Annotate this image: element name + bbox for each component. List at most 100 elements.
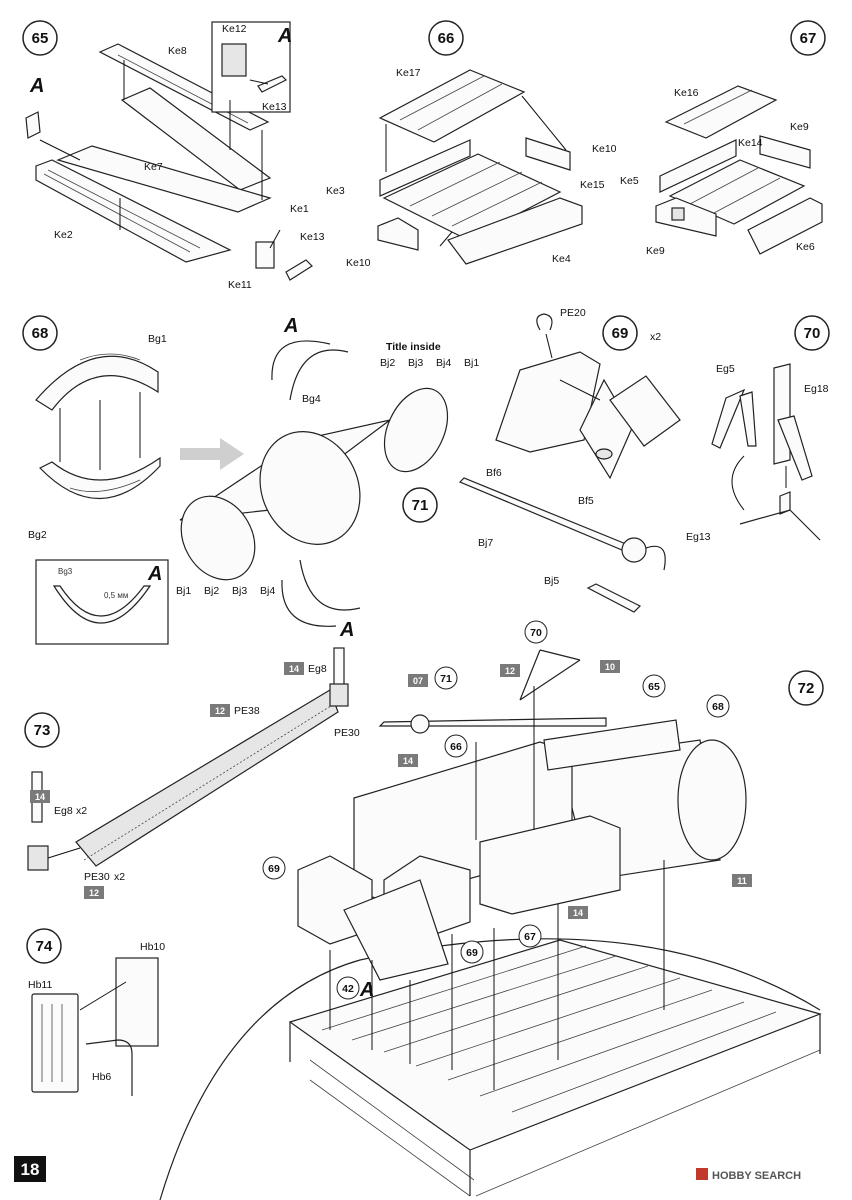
label-ke10-a: Ke10 bbox=[592, 143, 617, 155]
pe30-small-clamp-icon bbox=[27, 845, 49, 871]
step-66-number: 66 bbox=[438, 30, 455, 47]
hb11-grille-icon bbox=[31, 993, 79, 1093]
label-eg18: Eg18 bbox=[804, 383, 829, 395]
label-pe38: PE38 bbox=[234, 705, 260, 717]
ke3-side-icon bbox=[379, 139, 471, 197]
ke10-end-icon bbox=[377, 217, 419, 251]
bf6-canister-half-icon bbox=[495, 351, 601, 453]
ke16-lid-icon bbox=[664, 85, 778, 139]
tag-12-small-text: 12 bbox=[89, 888, 99, 898]
step-70: 70 Eg5 Eg18 Eg13 bbox=[686, 315, 830, 543]
tag-14-a: 14 bbox=[403, 756, 413, 766]
step-65-number: 65 bbox=[32, 30, 49, 47]
ke7-panel-icon bbox=[56, 145, 272, 213]
tag-14-top bbox=[284, 662, 304, 675]
step-68-number: 68 bbox=[32, 325, 49, 342]
ke13-inset-part-icon bbox=[257, 75, 288, 93]
bottom-part-bj4: Bj4 bbox=[260, 585, 275, 597]
bg3-ring-icon bbox=[52, 585, 152, 624]
ke9-end-icon bbox=[655, 197, 717, 237]
step-70-number: 70 bbox=[804, 325, 821, 342]
label-ke16: Ke16 bbox=[674, 87, 699, 99]
ref-66: 66 bbox=[450, 741, 462, 753]
bj5-handle-icon bbox=[586, 583, 642, 613]
drum-ring-icon bbox=[259, 431, 361, 545]
label-ke7: Ke7 bbox=[144, 161, 163, 173]
label-pe30-top: PE30 bbox=[334, 727, 360, 739]
ref-69-left: 69 bbox=[268, 863, 280, 875]
step-71-a-bottom: A bbox=[339, 619, 354, 641]
step-68-inset bbox=[35, 559, 169, 645]
label-ke4: Ke4 bbox=[552, 253, 571, 265]
step-74-number: 74 bbox=[36, 938, 53, 955]
step-73-number: 73 bbox=[34, 722, 51, 739]
step-69-number: 69 bbox=[612, 325, 629, 342]
ke11-handle-icon bbox=[255, 241, 275, 269]
ke5-side-icon bbox=[659, 139, 737, 193]
bottom-part-bj3: Bj3 bbox=[232, 585, 247, 597]
label-ke9-b: Ke9 bbox=[646, 245, 665, 257]
title-part-bj3: Bj3 bbox=[408, 357, 423, 369]
page-number-box: 18 bbox=[14, 1156, 46, 1182]
step-67: 67 Ke16 Ke9 Ke14 Ke5 Ke9 Ke6 bbox=[620, 20, 826, 257]
label-eg5: Eg5 bbox=[716, 363, 735, 375]
inset-68-a-mark: A bbox=[147, 563, 162, 585]
tag-12-saw-text: 12 bbox=[215, 706, 225, 716]
label-ke11: Ke11 bbox=[228, 279, 252, 291]
tag-07: 07 bbox=[413, 676, 423, 686]
label-bf5: Bf5 bbox=[578, 495, 594, 507]
pe30-multiplier: x2 bbox=[114, 871, 125, 883]
label-ke12: Ke12 bbox=[222, 23, 247, 35]
step-71: 71 A A Bg4 Title inside Bj2 Bj3 Bj4 Bj1 … bbox=[176, 315, 479, 641]
eg5-leg-icon bbox=[711, 388, 746, 449]
pump-hose-icon bbox=[645, 545, 666, 571]
label-ke1: Ke1 bbox=[290, 203, 309, 215]
inset-dimension: 0,5 мм bbox=[104, 591, 128, 600]
box-67-assembled-icon bbox=[479, 815, 621, 915]
hb10-plate-icon bbox=[115, 957, 159, 1047]
watermark-logo-icon bbox=[696, 1168, 708, 1180]
label-hb10: Hb10 bbox=[140, 941, 165, 953]
pe30-clamp-icon bbox=[329, 683, 349, 707]
ke17-lid-icon bbox=[378, 69, 526, 143]
eg8-multiplier: x2 bbox=[76, 805, 87, 817]
ke9-side-icon bbox=[759, 135, 811, 169]
ke-inner-panel-icon bbox=[120, 87, 272, 191]
ke10-side-icon bbox=[525, 137, 571, 171]
pe38-saw-blade-icon bbox=[75, 689, 339, 867]
page-number: 18 bbox=[21, 1160, 40, 1179]
label-ke9-a: Ke9 bbox=[790, 121, 809, 133]
pump-rod-assembled-icon bbox=[378, 717, 607, 727]
label-eg8-top: Eg8 bbox=[308, 663, 327, 675]
ke4-side-icon bbox=[447, 197, 583, 265]
step-73: 73 14 Eg8 12 PE38 PE30 14 Eg8 x2 PE30 x2… bbox=[24, 647, 360, 899]
label-bg1: Bg1 bbox=[148, 333, 167, 345]
step-67-number: 67 bbox=[800, 30, 817, 47]
ref-68: 68 bbox=[712, 701, 724, 713]
step-69-multiplier: x2 bbox=[650, 331, 661, 343]
hb6-handle-icon bbox=[85, 1039, 133, 1096]
label-ke13: Ke13 bbox=[300, 231, 325, 243]
step-74: 74 Hb10 Hb11 Hb6 bbox=[26, 928, 165, 1096]
inset-bg3-label: Bg3 bbox=[58, 567, 73, 576]
label-bg4: Bg4 bbox=[302, 393, 321, 405]
ke13-part-icon bbox=[285, 259, 313, 281]
watermark-text: HOBBY SEARCH bbox=[712, 1170, 801, 1182]
stand-70-assembled-icon bbox=[519, 649, 581, 701]
step-72: 72 07 12 10 14 bbox=[159, 620, 824, 1200]
step-65: 65 A A Ke8 Ke12 Ke13 Ke7 Ke1 Ke2 Ke13 Ke bbox=[22, 20, 325, 291]
drum-end-assembled-icon bbox=[677, 739, 747, 861]
tag-11: 11 bbox=[737, 876, 747, 886]
label-eg13: Eg13 bbox=[686, 531, 711, 543]
label-bj7: Bj7 bbox=[478, 537, 493, 549]
label-eg8-small: Eg8 bbox=[54, 805, 73, 817]
eg18-jack-icon bbox=[773, 363, 791, 465]
label-ke3: Ke3 bbox=[326, 185, 345, 197]
bottom-part-bj1: Bj1 bbox=[176, 585, 191, 597]
label-ke8: Ke8 bbox=[168, 45, 187, 57]
pump-body-icon bbox=[621, 537, 647, 563]
ke-part-a-icon bbox=[25, 111, 41, 139]
label-ke10-b: Ke10 bbox=[346, 257, 371, 269]
toolbox-42-icon bbox=[343, 879, 449, 981]
ref-65: 65 bbox=[648, 681, 660, 693]
